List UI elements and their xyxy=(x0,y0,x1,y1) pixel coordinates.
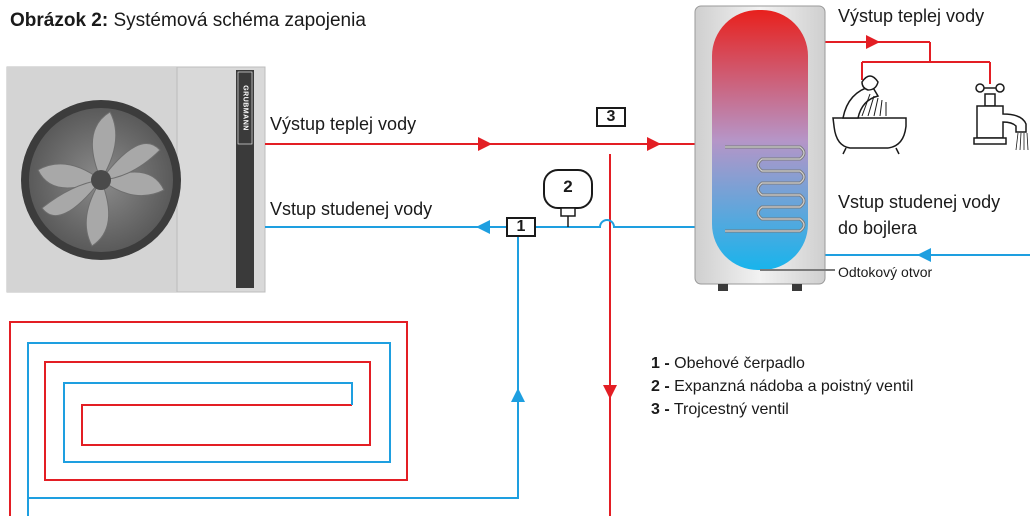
tank-cold-in-label-line2: do bojlera xyxy=(838,218,918,238)
valve-badge: 3 xyxy=(596,107,626,127)
fan-icon xyxy=(21,100,181,260)
faucet-icon xyxy=(973,83,1029,151)
tank-hot-out-label: Výstup teplej vody xyxy=(838,6,985,26)
cold-water-in-label: Vstup studenej vody xyxy=(270,199,433,219)
figure-title-text: Systémová schéma zapojenia xyxy=(108,10,366,31)
hot-flow-arrows xyxy=(478,35,880,399)
cold-flow-arrows xyxy=(476,220,931,402)
heat-pump-unit xyxy=(6,66,266,293)
expansion-tank-icon xyxy=(543,169,593,227)
figure-title: Obrázok 2: Systémová schéma zapojenia xyxy=(10,10,366,32)
legend-item: 3 - Trojcestný ventil xyxy=(651,401,789,418)
tank-cold-in-label-line1: Vstup studenej vody xyxy=(838,192,1001,212)
bathtub-shower-icon xyxy=(832,75,907,155)
hot-water-out-label: Výstup teplej vody xyxy=(270,114,417,134)
floor-heating-loop xyxy=(9,236,519,516)
pump-badge: 1 xyxy=(506,217,536,237)
legend-item: 2 - Expanzná nádoba a poistný ventil xyxy=(651,378,914,395)
heat-pump-brand: GRUBMANN xyxy=(241,85,249,131)
figure-title-prefix: Obrázok 2: xyxy=(10,10,109,31)
legend-item: 1 - Obehové čerpadlo xyxy=(651,355,805,372)
unit-dark-strip xyxy=(236,70,254,288)
drain-label: Odtokový otvor xyxy=(838,264,933,280)
expansion-badge: 2 xyxy=(563,177,573,196)
legend: 1 - Obehové čerpadlo 2 - Expanzná nádoba… xyxy=(651,352,913,421)
boiler-tank xyxy=(694,5,835,291)
